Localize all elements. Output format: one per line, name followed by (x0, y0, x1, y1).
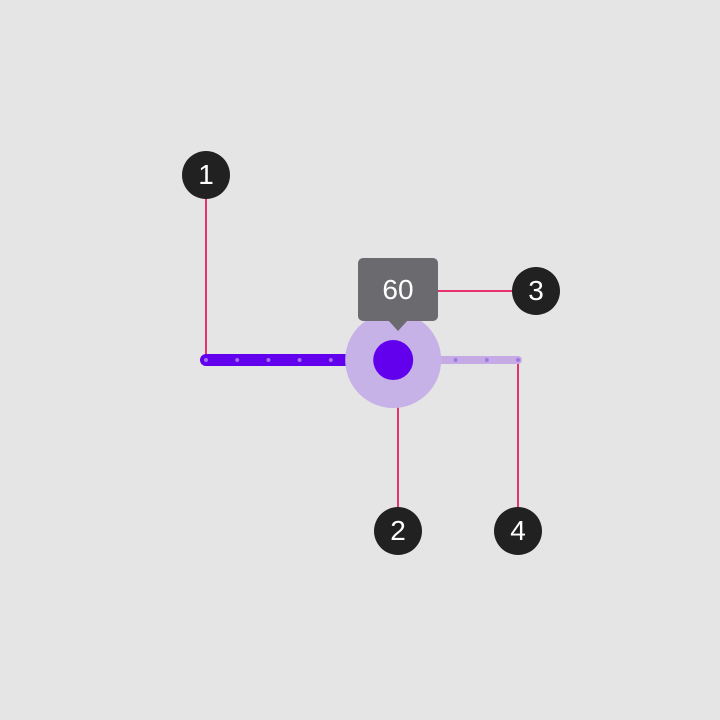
value-label-text: 60 (382, 273, 414, 305)
value-label-pointer (388, 320, 408, 331)
callout-4-number: 4 (510, 515, 526, 546)
tick-mark (516, 358, 520, 362)
tick-mark (204, 358, 208, 362)
callout-1-number: 1 (198, 159, 214, 190)
callout-3: 3 (512, 267, 560, 315)
tick-mark (453, 358, 458, 362)
callout-1: 1 (182, 151, 230, 199)
tick-mark (328, 358, 333, 362)
tick-mark (235, 358, 240, 362)
callout-3-number: 3 (528, 275, 544, 306)
callout-2: 2 (374, 507, 422, 555)
slider-thumb[interactable] (373, 340, 414, 380)
value-label: 60 (358, 258, 438, 321)
callout-2-number: 2 (390, 515, 406, 546)
tick-mark (297, 358, 302, 362)
tick-mark (484, 358, 489, 362)
callout-4: 4 (494, 507, 542, 555)
tick-mark (266, 358, 271, 362)
active-track[interactable] (200, 354, 394, 366)
